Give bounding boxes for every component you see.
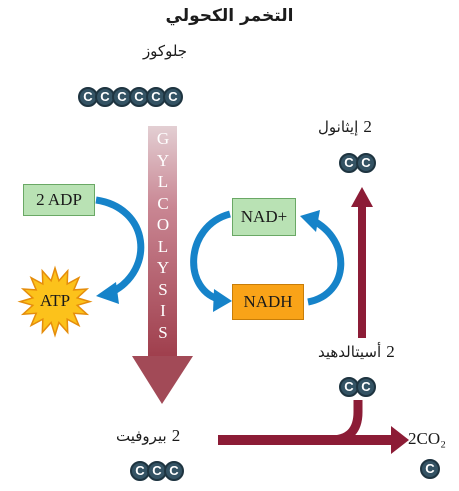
pyruvate-count: 2 xyxy=(171,426,181,445)
carbon-atom: C xyxy=(356,377,376,397)
atp-label: ATP xyxy=(39,291,71,310)
nad-to-nadh-arrow xyxy=(190,210,232,312)
atp-star-icon xyxy=(17,265,93,338)
pyruvate-to-co2-arrow xyxy=(218,426,409,454)
glucose-molecule: C C C C C C xyxy=(78,87,183,107)
adp-to-atp-arrow xyxy=(95,196,145,304)
glycolysis-letter: S xyxy=(158,279,168,299)
pyruvate-name: بيروفيت xyxy=(116,427,167,445)
pyruvate-molecule: C C C xyxy=(130,461,184,481)
co2-molecule: C xyxy=(420,459,440,479)
carbon-atom: C xyxy=(356,153,376,173)
nad-box: NAD+ xyxy=(232,198,296,236)
acetaldehyde-count: 2 xyxy=(386,342,395,361)
nadh-box: NADH xyxy=(232,284,304,320)
carbon-atom: C xyxy=(420,459,440,479)
pyruvate-to-acetaldehyde-arrow xyxy=(329,400,363,445)
diagram-title: التخمر الكحولي xyxy=(165,6,294,26)
adp-box: 2 ADP xyxy=(23,184,95,216)
glycolysis-letter: Y xyxy=(156,258,170,277)
ethanol-count: 2 xyxy=(363,117,372,136)
co2-label: 2CO₂ xyxy=(408,429,447,448)
glycolysis-letter: S xyxy=(158,322,168,342)
nad-label: NAD+ xyxy=(240,207,288,226)
ethanol-name: إيثانول xyxy=(318,118,359,136)
glycolysis-letter: I xyxy=(160,301,166,320)
glycolysis-letter: G xyxy=(156,129,170,148)
glucose-label: جلوكوز xyxy=(142,42,188,60)
acetaldehyde-to-ethanol-arrow xyxy=(351,187,373,338)
nadh-to-nad-arrow xyxy=(300,210,345,306)
carbon-atom: C xyxy=(164,461,184,481)
glycolysis-letter: O xyxy=(156,215,170,234)
glycolysis-letter: L xyxy=(157,236,169,256)
glycolysis-arrow xyxy=(132,126,193,404)
glycolysis-letter: L xyxy=(157,172,169,191)
pyruvate-label: 2 بيروفيت xyxy=(116,426,180,446)
acetaldehyde-label: 2 أسيتالدهيد xyxy=(318,342,395,362)
ethanol-label: 2 إيثانول xyxy=(318,117,372,137)
glycolysis-letter: Y xyxy=(156,150,170,170)
glycolysis-label: G Y L C O L Y S I S xyxy=(153,128,173,343)
carbon-atom: C xyxy=(163,87,183,107)
acetaldehyde-name: أسيتالدهيد xyxy=(318,343,382,361)
ethanol-molecule: C C xyxy=(339,153,376,173)
acetaldehyde-molecule: C C xyxy=(339,377,376,397)
glycolysis-letter: C xyxy=(157,193,169,213)
carbon-atom: C xyxy=(146,87,166,107)
